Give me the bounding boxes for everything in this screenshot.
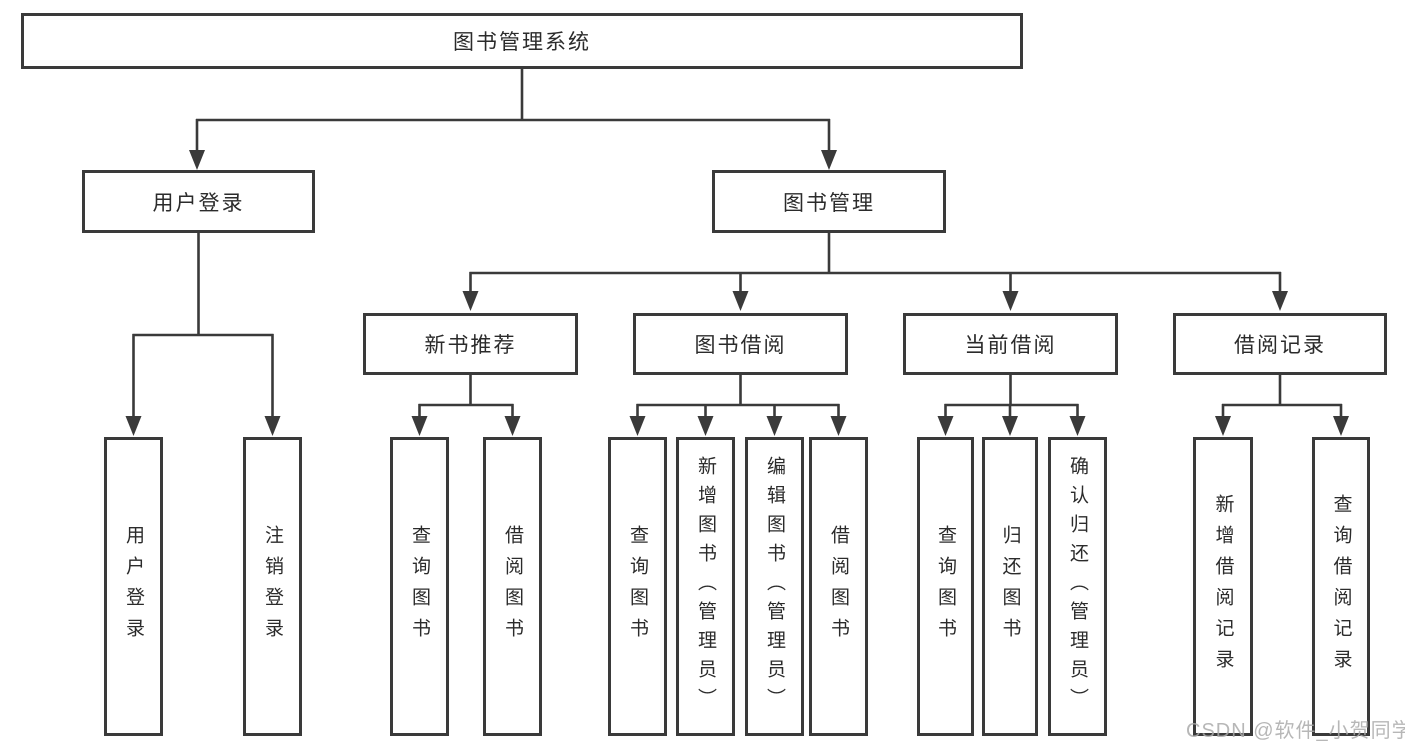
branch-node-label: 图书管理: [783, 191, 875, 215]
connector-paths: [132, 69, 1343, 418]
leaf-node-query-book-borrow: 查询图书: [608, 437, 667, 736]
leaf-node-add-book-admin: 新增图书（管理员）: [676, 437, 735, 736]
leaf-node-add-borrow-record: 新增借阅记录: [1193, 437, 1253, 736]
watermark-text: CSDN @软件_小贺同学: [1186, 720, 1405, 742]
leaf-node-label: 查询图书: [627, 524, 648, 649]
leaf-node-return-book: 归还图书: [982, 437, 1038, 736]
module-node-label: 借阅记录: [1234, 334, 1326, 357]
leaf-node-query-book-current: 查询图书: [917, 437, 974, 736]
branch-node-book-management: 图书管理: [712, 170, 946, 233]
leaf-node-label: 确认归还（管理员）: [1067, 456, 1088, 717]
module-node-new-book-recommend: 新书推荐: [363, 313, 578, 375]
module-node-current-borrow: 当前借阅: [903, 313, 1118, 375]
branch-node-label: 用户登录: [152, 191, 245, 215]
leaf-node-borrow-book: 借阅图书: [809, 437, 868, 736]
leaf-node-query-book-recommend: 查询图书: [390, 437, 449, 736]
leaf-node-label: 用户登录: [123, 524, 144, 649]
module-node-book-borrow: 图书借阅: [633, 313, 848, 375]
leaf-node-label: 新增借阅记录: [1212, 493, 1234, 680]
leaf-node-borrow-book-recommend: 借阅图书: [483, 437, 542, 736]
leaf-node-label: 查询图书: [409, 524, 430, 649]
leaf-node-confirm-return-admin: 确认归还（管理员）: [1048, 437, 1107, 736]
module-node-label: 新书推荐: [424, 334, 517, 357]
leaf-node-label: 借阅图书: [828, 524, 849, 649]
leaf-node-label: 编辑图书（管理员）: [764, 456, 785, 717]
leaf-node-label: 查询图书: [935, 524, 956, 649]
arrowheads: [125, 150, 1349, 436]
leaf-node-label: 借阅图书: [502, 524, 523, 649]
leaf-node-logout: 注销登录: [243, 437, 302, 736]
module-node-label: 图书借阅: [694, 334, 787, 357]
module-node-borrow-record: 借阅记录: [1173, 313, 1387, 375]
branch-node-user-login: 用户登录: [82, 170, 315, 233]
leaf-node-edit-book-admin: 编辑图书（管理员）: [745, 437, 804, 736]
module-node-label: 当前借阅: [964, 334, 1057, 357]
leaf-node-label: 注销登录: [262, 524, 283, 649]
leaf-node-label: 归还图书: [999, 524, 1021, 649]
root-node-system: 图书管理系统: [21, 13, 1023, 69]
leaf-node-label: 查询借阅记录: [1330, 493, 1352, 680]
leaf-node-query-borrow-record: 查询借阅记录: [1312, 437, 1370, 736]
leaf-node-label: 新增图书（管理员）: [695, 456, 716, 717]
leaf-node-user-login: 用户登录: [104, 437, 163, 736]
root-node-label: 图书管理系统: [453, 31, 591, 54]
